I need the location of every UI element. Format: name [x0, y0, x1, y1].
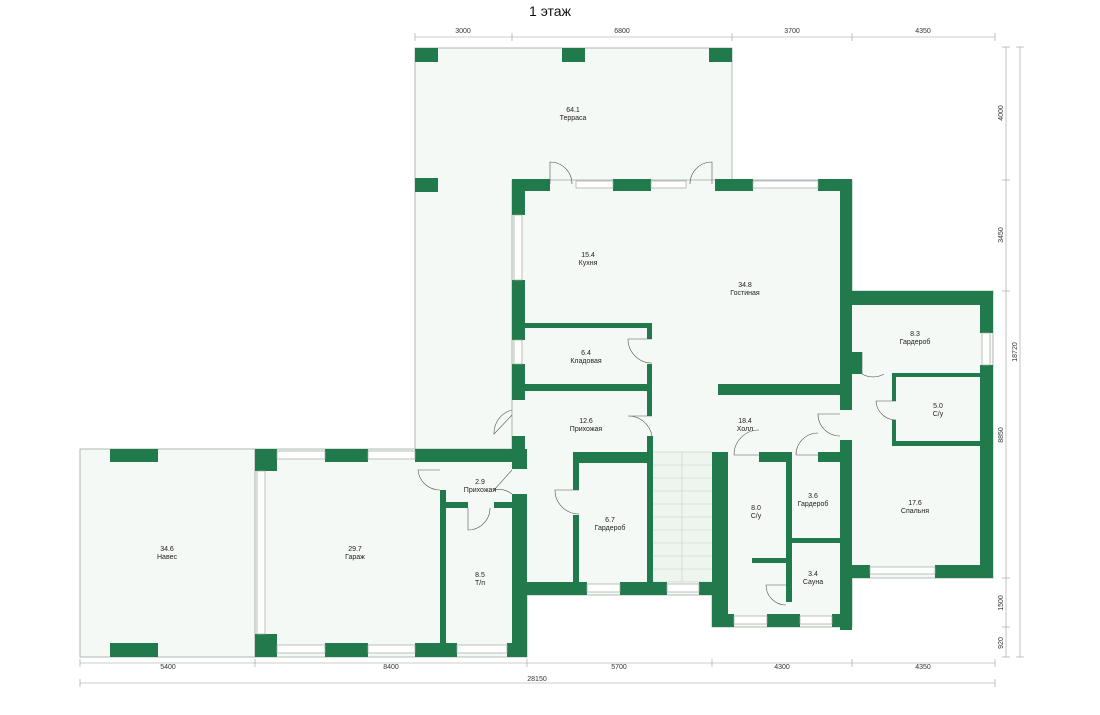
- bottom-dim-2: 8400: [383, 664, 399, 671]
- bottom-dim-5: 4350: [915, 664, 931, 671]
- room-name: С/у: [751, 513, 762, 520]
- room-living: 34.8 Гостиная: [730, 282, 760, 297]
- room-sauna: 3.4 Сауна: [803, 571, 823, 586]
- room-name: Терраса: [560, 115, 587, 122]
- room-hallway-2: 2.9 Прихожая: [464, 479, 497, 494]
- bottom-dim-1: 5400: [160, 664, 176, 671]
- room-name: Холл: [737, 426, 754, 433]
- room-name: Гостиная: [730, 290, 760, 297]
- right-dim-4: 1500: [998, 595, 1005, 611]
- top-dim-1: 3000: [455, 28, 471, 35]
- room-area: 64.1: [566, 107, 580, 114]
- room-kitchen: 15.4 Кухня: [579, 252, 598, 267]
- windows: [256, 180, 991, 654]
- room-garage: 29.7 Гараж: [345, 546, 365, 561]
- right-dimension-line: [1002, 46, 1024, 658]
- room-hallway-1: 12.6 Прихожая: [570, 418, 603, 433]
- top-dim-2: 6800: [614, 28, 630, 35]
- room-bath-1: 5.0 С/у: [933, 403, 944, 418]
- room-bedroom: 17.6 Спальня: [901, 500, 929, 515]
- room-area: 17.6: [908, 500, 922, 507]
- room-area: 15.4: [581, 252, 595, 259]
- room-name: Кладовая: [570, 358, 602, 365]
- bottom-dimension-line: [79, 659, 996, 687]
- floor-areas: [79, 47, 994, 658]
- room-name: Навес: [157, 554, 177, 561]
- bottom-dim-4: 4300: [774, 664, 790, 671]
- room-name: Гараж: [345, 554, 365, 561]
- room-name: С/у: [933, 411, 944, 418]
- top-dim-4: 4350: [915, 28, 931, 35]
- doors: [417, 161, 897, 606]
- room-bath-2: 8.0 С/у: [751, 505, 762, 520]
- room-area: 8.3: [910, 331, 920, 338]
- room-hall: 18.4 Холл: [737, 418, 754, 433]
- room-area: 5.0: [933, 403, 943, 410]
- room-wardrobe-3: 3.6 Гардероб: [798, 493, 829, 508]
- room-name: Кухня: [579, 260, 598, 267]
- room-area: 34.8: [738, 282, 752, 289]
- room-area: 3.6: [808, 493, 818, 500]
- right-dim-1: 4000: [998, 105, 1005, 121]
- room-area: 6.7: [605, 517, 615, 524]
- room-name: Прихожая: [570, 426, 603, 433]
- top-dim-3: 3700: [784, 28, 800, 35]
- room-pantry: 6.4 Кладовая: [570, 350, 602, 365]
- room-area: 29.7: [348, 546, 362, 553]
- room-area: 18.4: [738, 418, 752, 425]
- bottom-dim-3: 5700: [611, 664, 627, 671]
- room-area: 3.4: [808, 571, 818, 578]
- right-dim-total: 18720: [1012, 342, 1019, 362]
- right-dim-3: 8850: [998, 427, 1005, 443]
- right-dim-2: 3450: [998, 227, 1005, 243]
- right-dim-5: 920: [998, 637, 1005, 649]
- room-wardrobe-1: 8.3 Гардероб: [900, 331, 931, 346]
- top-dimension-line: [414, 33, 996, 41]
- room-terrace: 64.1 Терраса: [560, 107, 587, 122]
- room-area: 8.5: [475, 572, 485, 579]
- room-area: 8.0: [751, 505, 761, 512]
- room-name: Прихожая: [464, 487, 497, 494]
- room-name: Гардероб: [595, 524, 626, 532]
- room-name: Т/п: [475, 580, 485, 587]
- bottom-dim-total: 28150: [527, 676, 547, 683]
- room-name: Гардероб: [900, 338, 931, 346]
- staircase: [650, 451, 714, 583]
- room-area: 34.6: [160, 546, 174, 553]
- room-area: 12.6: [579, 418, 593, 425]
- room-name: Гардероб: [798, 500, 829, 508]
- room-canopy: 34.6 Навес: [157, 546, 177, 561]
- room-wardrobe-2: 6.7 Гардероб: [595, 517, 626, 532]
- room-name: Спальня: [901, 508, 929, 515]
- room-area: 2.9: [475, 479, 485, 486]
- plan-title: 1 этаж: [529, 3, 572, 19]
- walls: [110, 48, 993, 657]
- room-area: 6.4: [581, 350, 591, 357]
- room-utility: 8.5 Т/п: [475, 572, 485, 587]
- room-name: Сауна: [803, 579, 823, 586]
